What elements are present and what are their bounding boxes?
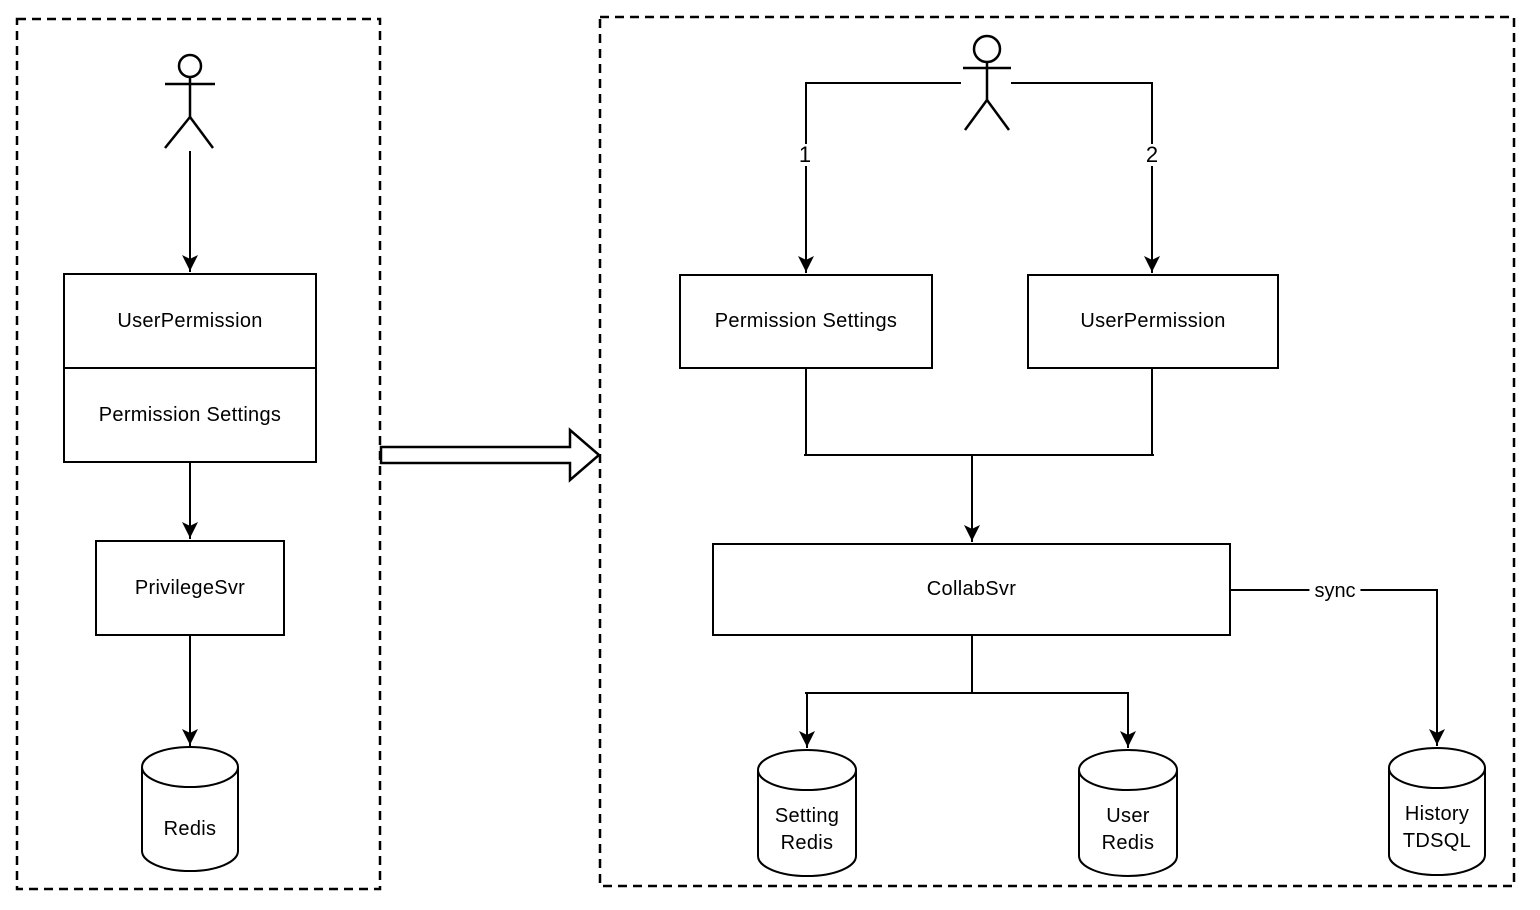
setting-redis-cylinder-icon <box>757 749 857 877</box>
setting-redis-line2: Redis <box>780 832 834 854</box>
history-tdsql-line1: History <box>1404 803 1470 825</box>
user-redis-label: User Redis <box>1102 803 1155 857</box>
right-actor-icon <box>963 34 1011 131</box>
branch-label-1: 1 <box>793 144 817 166</box>
user-redis-line2: Redis <box>1101 832 1155 854</box>
privilege-svr-box: PrivilegeSvr <box>95 540 285 636</box>
stacked-box-bottom-cell: Permission Settings <box>98 403 282 426</box>
setting-redis-label: Setting Redis <box>775 803 839 857</box>
collab-svr-box: CollabSvr <box>712 543 1231 636</box>
history-tdsql-cylinder-icon <box>1388 747 1486 876</box>
left-actor-icon <box>164 53 215 149</box>
permission-settings-box: Permission Settings <box>679 274 933 369</box>
branch-label-2: 2 <box>1140 144 1164 166</box>
history-tdsql-line2: TDSQL <box>1402 830 1472 852</box>
redis-label: Redis <box>164 816 217 843</box>
actor-branch-connectors <box>798 82 1160 273</box>
stacked-box-top-cell: UserPermission <box>65 275 315 369</box>
merge-connectors <box>804 368 1154 542</box>
sync-connector <box>1230 589 1445 746</box>
right-panel-border <box>598 15 1516 888</box>
history-tdsql-label: History TDSQL <box>1403 801 1471 855</box>
user-redis-cylinder-icon <box>1078 749 1178 877</box>
redis-cylinder-icon <box>141 746 239 872</box>
collab-db-connectors <box>799 635 1136 748</box>
transition-arrow-icon <box>379 427 601 483</box>
user-redis-line1: User <box>1106 805 1150 827</box>
user-permission-stacked-box: UserPermission Permission Settings <box>63 273 317 463</box>
user-permission-box: UserPermission <box>1027 274 1279 369</box>
sync-label: sync <box>1309 581 1361 601</box>
redis-label-line: Redis <box>163 818 217 840</box>
setting-redis-line1: Setting <box>774 805 840 827</box>
